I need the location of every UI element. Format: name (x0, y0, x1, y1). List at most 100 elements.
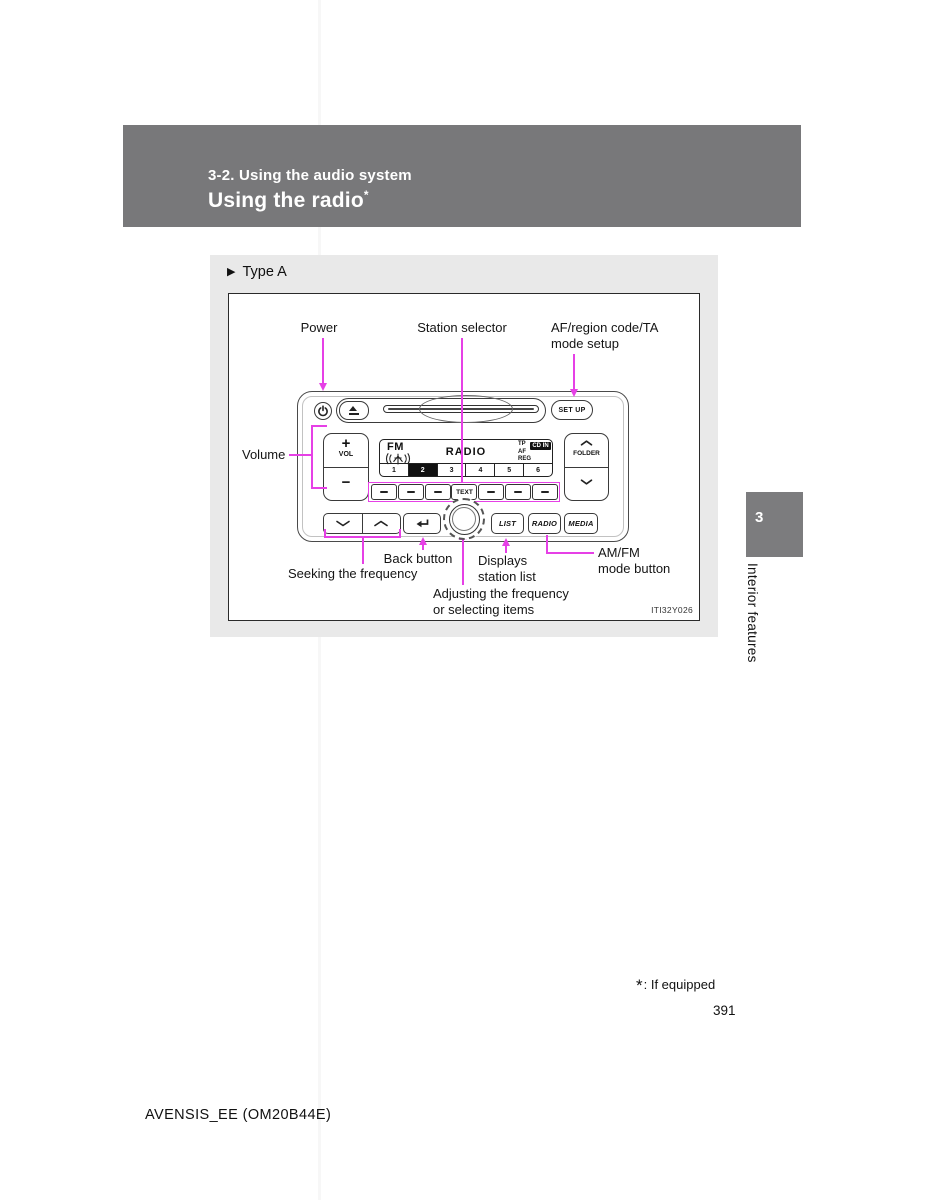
station-btn-5 (478, 484, 505, 500)
seek-bracket-right (399, 529, 401, 538)
radio-display: FM RADIO TP AF REG CD IN 1 2 3 4 (379, 439, 553, 477)
callout-seeking: Seeking the frequency (288, 566, 418, 581)
dash-icon (406, 491, 415, 493)
eject-icon (349, 406, 359, 415)
chapter-tab: 3 (746, 492, 803, 557)
media-button-drawing: MEDIA (564, 513, 598, 534)
section-heading: 3-2. Using the audio system (208, 167, 412, 184)
preset-row: 1 2 3 4 5 6 (380, 463, 552, 476)
station-btn-1 (371, 484, 397, 500)
callout-power: Power (300, 320, 338, 335)
preset-2-active: 2 (407, 464, 437, 476)
callout-power-arrowhead (318, 383, 327, 391)
cd-in-indicator: CD IN (530, 442, 551, 450)
callout-adjusting: Adjusting the frequency or selecting ite… (433, 586, 569, 617)
power-button-drawing (314, 402, 332, 420)
folder-buttons-drawing: FOLDER (564, 433, 609, 501)
callout-af-setup: AF/region code/TA mode setup (551, 320, 659, 351)
figure-panel: ▶ Type A SET UP + VOL − (210, 255, 718, 637)
display-status-stack: TP AF REG (518, 441, 531, 464)
tp-indicator: TP (518, 441, 526, 447)
figure-box: SET UP + VOL − FM RADIO TP AF REG (228, 293, 700, 621)
setup-button-drawing: SET UP (551, 400, 593, 420)
dash-icon (540, 491, 549, 493)
amfm-line-horizontal (546, 552, 594, 554)
slot-oval-trim (419, 395, 513, 423)
callout-displays-list: Displays station list (478, 553, 536, 584)
station-btn-2 (397, 484, 424, 500)
callout-station-line (461, 338, 463, 483)
tune-knob-ring (448, 503, 480, 535)
callout-volume-bracket-top (311, 425, 327, 427)
callout-setup-arrowhead (569, 389, 578, 397)
footnote-text: : If equipped (643, 977, 716, 992)
figure-code: ITI32Y026 (651, 605, 693, 615)
callout-volume-bracket-bottom (311, 487, 327, 489)
list-arrowhead (501, 538, 510, 546)
dash-icon (514, 491, 523, 493)
list-button-drawing: LIST (491, 513, 524, 534)
volume-minus-label: − (341, 474, 351, 491)
preset-4: 4 (465, 464, 494, 476)
volume-divider (324, 467, 368, 468)
seek-buttons-drawing (323, 513, 401, 534)
callout-amfm: AM/FM mode button (598, 545, 671, 576)
callout-station-selector: Station selector (417, 320, 507, 335)
callout-power-line (322, 338, 324, 384)
preset-3: 3 (436, 464, 466, 476)
amfm-line-vertical (546, 535, 548, 554)
volume-vol-label: VOL (338, 451, 354, 458)
folder-divider (565, 467, 608, 468)
page-title: Using the radio* (208, 188, 369, 212)
volume-buttons-drawing: + VOL − (323, 433, 369, 501)
callout-volume-line (289, 454, 311, 456)
eject-button-drawing (339, 401, 369, 420)
page-number: 391 (713, 1003, 736, 1018)
station-btn-6 (505, 484, 532, 500)
knob-line (462, 539, 464, 585)
preset-5: 5 (494, 464, 523, 476)
preset-6: 6 (523, 464, 552, 476)
seek-up-icon (362, 520, 400, 527)
preset-1: 1 (391, 466, 396, 474)
footnote: *: If equipped (636, 974, 716, 995)
callout-setup-line (573, 354, 575, 390)
station-btn-7 (531, 484, 558, 500)
callout-volume: Volume (242, 447, 286, 462)
list-line (505, 545, 507, 553)
folder-up-icon (565, 440, 608, 446)
chapter-title-vertical: Interior features (745, 563, 760, 663)
tune-knob-center (452, 507, 476, 531)
callout-back: Back button (383, 551, 453, 566)
document-code-footer: AVENSIS_EE (OM20B44E) (145, 1107, 332, 1123)
tune-knob-drawing (443, 498, 485, 540)
radio-mode-button-drawing: RADIO (528, 513, 561, 534)
reg-indicator: REG (518, 456, 532, 462)
station-display-text: RADIO (445, 446, 487, 458)
seek-stem (362, 536, 364, 564)
back-arrowhead (418, 537, 427, 545)
power-icon (318, 405, 328, 417)
af-indicator: AF (518, 448, 526, 455)
type-label-row: ▶ Type A (227, 264, 287, 280)
band-indicator: FM (387, 441, 404, 453)
type-label: Type A (242, 264, 287, 280)
back-button-drawing (403, 513, 441, 534)
dash-icon (380, 491, 388, 493)
folder-label: FOLDER (573, 450, 600, 457)
dash-icon (433, 491, 442, 493)
seek-divider (362, 514, 363, 533)
header-band: 3-2. Using the audio system Using the ra… (123, 125, 801, 227)
type-marker-icon: ▶ (227, 265, 236, 278)
title-asterisk: * (363, 188, 369, 202)
volume-plus-label: + (341, 435, 351, 452)
chapter-number: 3 (755, 509, 764, 526)
callout-volume-bracket (311, 425, 313, 489)
station-select-buttons: TEXT (371, 484, 558, 500)
seek-bracket-left (324, 529, 326, 538)
station-btn-3 (424, 484, 451, 500)
back-line (422, 544, 424, 550)
dash-icon (487, 491, 496, 493)
footnote-asterisk: * (636, 976, 643, 995)
